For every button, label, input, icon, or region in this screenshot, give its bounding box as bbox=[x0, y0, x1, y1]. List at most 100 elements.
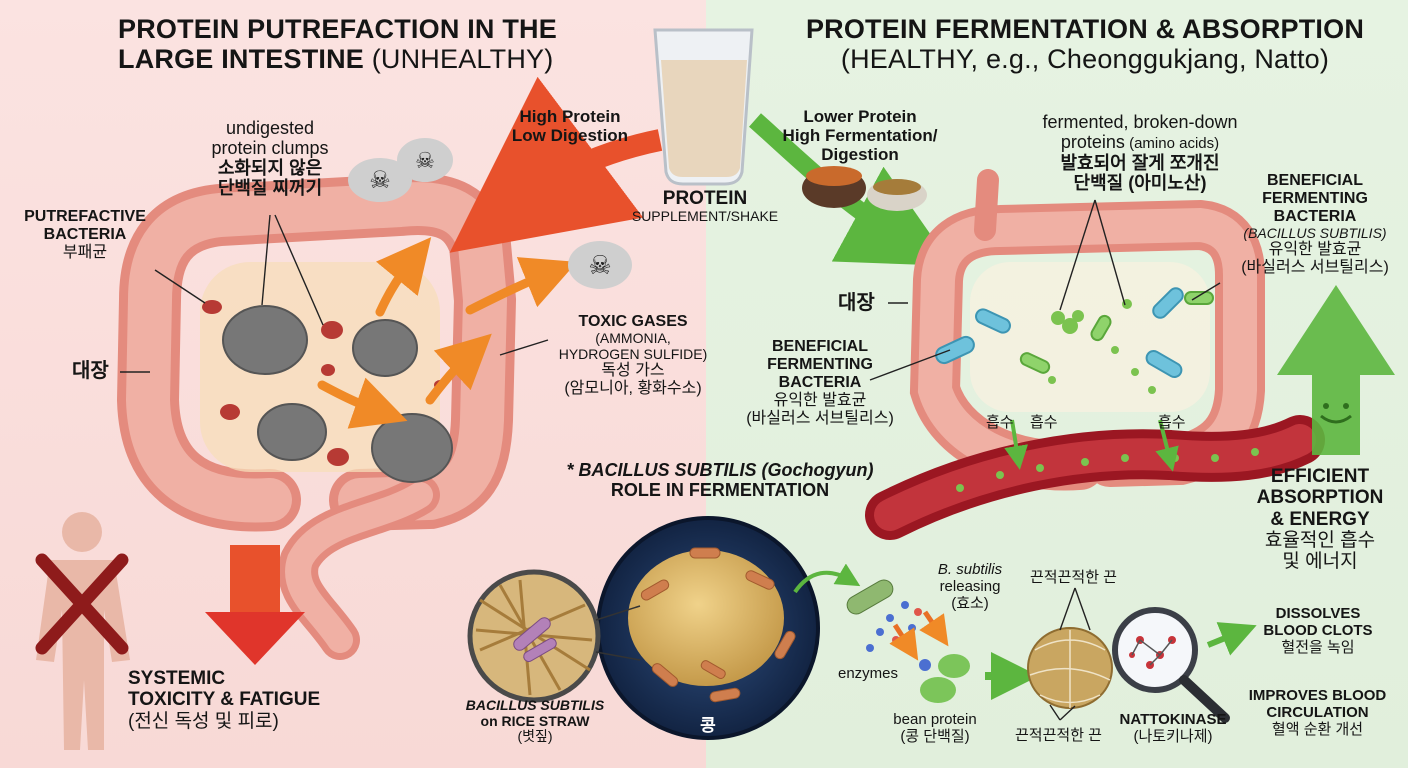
efficient-ko-1: 효율적인 흡수 bbox=[1264, 529, 1376, 551]
clumps-en-1: undigested bbox=[225, 118, 315, 138]
protein-title: PROTEIN bbox=[662, 188, 748, 209]
nattokinase-en: NATTOKINASE bbox=[1119, 711, 1227, 728]
outcome-2: TOXICITY & FATIGUE bbox=[128, 689, 321, 711]
beneficial-bacteria-mid-label: BENEFICIAL FERMENTING BACTERIA 유익한 발효균 (… bbox=[740, 338, 900, 428]
high-protein-line2: Low Digestion bbox=[511, 126, 629, 146]
releasing-2: releasing bbox=[939, 577, 1001, 595]
fatigued-person-icon bbox=[35, 512, 130, 750]
releasing-label: B. subtilis releasing (효소) bbox=[925, 561, 1015, 612]
svg-text:☠: ☠ bbox=[588, 250, 611, 280]
intestine-right-label: 대장 bbox=[838, 292, 875, 314]
efficient-3: & ENERGY bbox=[1270, 508, 1370, 530]
mid-bact-1: BENEFICIAL bbox=[772, 338, 868, 355]
high-protein-label: High Protein Low Digestion bbox=[500, 107, 640, 145]
large-intestine-healthy bbox=[909, 169, 1265, 491]
mid-bact-ko-1: 유익한 발효균 bbox=[773, 391, 867, 409]
efficient-absorption-label: EFFICIENT ABSORPTION & ENERGY 효율적인 흡수 및 … bbox=[1240, 466, 1400, 572]
bacillus-note-1: * BACILLUS SUBTILIS (Gochogyun) bbox=[566, 460, 874, 480]
fermented-proteins-label: fermented, broken-down proteins (amino a… bbox=[1015, 112, 1265, 193]
natto-bean bbox=[1027, 627, 1113, 709]
clumps-ko-1: 소화되지 않은 bbox=[217, 158, 323, 179]
straw-ko: (볏짚) bbox=[517, 728, 553, 745]
blood-vessel bbox=[865, 415, 1325, 540]
left-title-line2-bold: LARGE INTESTINE bbox=[118, 44, 365, 75]
bean-protein-en: bean protein bbox=[893, 711, 977, 728]
undigested-clumps-label: undigested protein clumps 소화되지 않은 단백질 찌꺼… bbox=[170, 118, 370, 199]
rice-straw-caption: BACILLUS SUBTILIS on RICE STRAW (볏짚) bbox=[440, 697, 630, 745]
outcome-1: SYSTEMIC bbox=[128, 668, 226, 689]
right-title-line1: PROTEIN FERMENTATION & ABSORPTION bbox=[805, 14, 1365, 44]
systemic-toxicity-label: SYSTEMIC TOXICITY & FATIGUE (전신 독성 및 피로) bbox=[128, 668, 320, 732]
outcome-ko: (전신 독성 및 피로) bbox=[128, 710, 279, 732]
protein-shake-glass bbox=[653, 28, 754, 186]
efficient-ko-2: 및 에너지 bbox=[1282, 551, 1358, 573]
nattokinase-label: NATTOKINASE (나토키나제) bbox=[1118, 711, 1228, 746]
protein-sub: SUPPLEMENT/SHAKE bbox=[631, 208, 779, 225]
absorb-label-2: 흡수 bbox=[1030, 414, 1058, 431]
bacteria-en-1: PUTREFACTIVE bbox=[24, 208, 146, 225]
gases-detail-1: (AMMONIA, bbox=[595, 329, 671, 346]
fermented-en-1: fermented, broken-down bbox=[1042, 112, 1238, 132]
fermented-food-bowls bbox=[802, 166, 927, 211]
clumps-ko-2: 단백질 찌꺼기 bbox=[217, 178, 323, 199]
left-title-line2: LARGE INTESTINE (UNHEALTHY) bbox=[118, 44, 588, 74]
bean-protein-label: bean protein (콩 단백질) bbox=[880, 711, 990, 746]
lower-protein-line2: High Fermentation/ bbox=[782, 126, 938, 146]
lower-protein-label: Lower Protein High Fermentation/ Digesti… bbox=[770, 107, 950, 164]
circ-ko: 혈액 순환 개선 bbox=[1271, 720, 1364, 738]
intestine-left-label: 대장 bbox=[72, 360, 109, 382]
improves-circulation-label: IMPROVES BLOOD CIRCULATION 혈액 순환 개선 bbox=[1240, 687, 1395, 738]
fermented-en-3: (amino acids) bbox=[1124, 135, 1220, 153]
svg-text:☠: ☠ bbox=[369, 167, 391, 194]
bacillus-on-bean-circle bbox=[596, 516, 820, 740]
nattokinase-ko: (나토키나제) bbox=[1133, 727, 1213, 745]
releasing-ko: (효소) bbox=[951, 594, 989, 612]
efficient-2: ABSORPTION bbox=[1256, 487, 1384, 509]
large-intestine-unhealthy: ☠ ☠ ☠ bbox=[116, 138, 632, 660]
high-protein-line1: High Protein bbox=[519, 107, 621, 126]
beneficial-3: BACTERIA bbox=[1273, 207, 1357, 225]
beneficial-bacteria-label: BENEFICIAL FERMENTING BACTERIA (BACILLUS… bbox=[1225, 172, 1405, 277]
fermented-ko-1: 발효되어 잘게 쪼개진 bbox=[1060, 152, 1220, 173]
circ-1: IMPROVES BLOOD bbox=[1248, 687, 1387, 704]
beneficial-ko-1: 유익한 발효균 bbox=[1268, 241, 1362, 259]
rice-straw-zoom-circle bbox=[467, 569, 641, 703]
clots-1: DISSOLVES bbox=[1275, 605, 1361, 622]
toxic-gases-label: TOXIC GASES (AMMONIA, HYDROGEN SULFIDE) … bbox=[548, 313, 718, 398]
absorb-label-3: 흡수 bbox=[1158, 414, 1186, 431]
lower-protein-line1: Lower Protein bbox=[803, 107, 917, 126]
enzymes-label: enzymes bbox=[838, 665, 899, 682]
fermented-en-2: proteins bbox=[1060, 132, 1125, 153]
clumps-en-2: protein clumps bbox=[211, 138, 329, 159]
beneficial-2: FERMENTING bbox=[1262, 189, 1368, 207]
clots-ko: 혈전을 녹임 bbox=[1281, 638, 1355, 656]
sticky-strings-top: 끈적끈적한 끈 bbox=[1030, 569, 1117, 586]
beneficial-1: BENEFICIAL bbox=[1267, 172, 1363, 189]
dissolves-clots-label: DISSOLVES BLOOD CLOTS 혈전을 녹임 bbox=[1248, 605, 1388, 656]
releasing-1: B. subtilis bbox=[937, 561, 1003, 578]
bacteria-en-2: BACTERIA bbox=[43, 225, 127, 243]
bean-protein-ko: (콩 단백질) bbox=[900, 727, 970, 745]
left-title-line1: PROTEIN PUTREFACTION IN THE bbox=[118, 14, 557, 44]
right-title: PROTEIN FERMENTATION & ABSORPTION (HEALT… bbox=[770, 14, 1400, 74]
toxicity-down-arrow bbox=[205, 545, 305, 665]
straw-2: on RICE STRAW bbox=[480, 712, 590, 729]
bacillus-note: * BACILLUS SUBTILIS (Gochogyun) ROLE IN … bbox=[550, 460, 890, 500]
beneficial-ko-2: (바실러스 서브틸리스) bbox=[1241, 259, 1389, 277]
mid-bact-3: BACTERIA bbox=[778, 373, 862, 391]
high-protein-arrow bbox=[449, 76, 663, 253]
bacillus-note-2: ROLE IN FERMENTATION bbox=[610, 480, 830, 501]
gases-ko-1: 독성 가스 bbox=[601, 362, 665, 380]
magnifier-icon bbox=[1112, 607, 1230, 723]
left-title: PROTEIN PUTREFACTION IN THE LARGE INTEST… bbox=[118, 14, 588, 74]
circ-2: CIRCULATION bbox=[1266, 703, 1369, 721]
energy-up-arrow bbox=[1277, 285, 1395, 455]
lower-protein-line3: Digestion bbox=[821, 145, 899, 165]
gases-ko-2: (암모니아, 황화수소) bbox=[564, 380, 702, 398]
mid-bact-ko-2: (바실러스 서브틸리스) bbox=[746, 409, 894, 427]
sticky-strings-bottom: 끈적끈적한 끈 bbox=[1015, 727, 1102, 744]
bacillus-releasing-enzymes bbox=[846, 579, 970, 703]
bean-label: 콩 bbox=[700, 716, 716, 735]
left-title-line2-rest: (UNHEALTHY) bbox=[364, 44, 554, 75]
